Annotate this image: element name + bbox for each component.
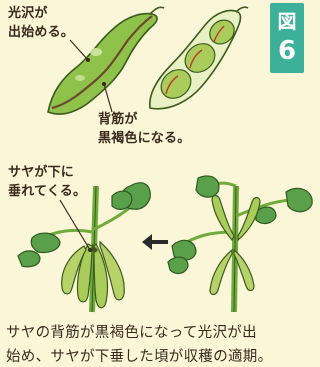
figure-caption: サヤの背筋が黒褐色になって光沢が出 始め、サヤが下垂した頃が収穫の適期。: [6, 321, 314, 367]
spine-pointer-dot: [102, 82, 106, 86]
open-pod-illustration: [150, 7, 248, 109]
drooping-pods-plant: [18, 183, 150, 312]
whole-pod-illustration: [48, 7, 164, 114]
caption-line-2: 始め、サヤが下垂した頃が収穫の適期。: [6, 345, 314, 367]
illustration: [0, 0, 320, 320]
gloss-pointer-dot: [86, 58, 90, 62]
droop-pointer-dot: [88, 248, 92, 252]
upright-pods-plant: [168, 176, 312, 312]
droop-pointer: [60, 200, 90, 250]
gloss-pointer: [70, 40, 88, 60]
caption-line-1: サヤの背筋が黒褐色になって光沢が出: [6, 321, 314, 345]
arrow-left-icon: [142, 234, 168, 250]
spine-pointer: [104, 84, 112, 112]
